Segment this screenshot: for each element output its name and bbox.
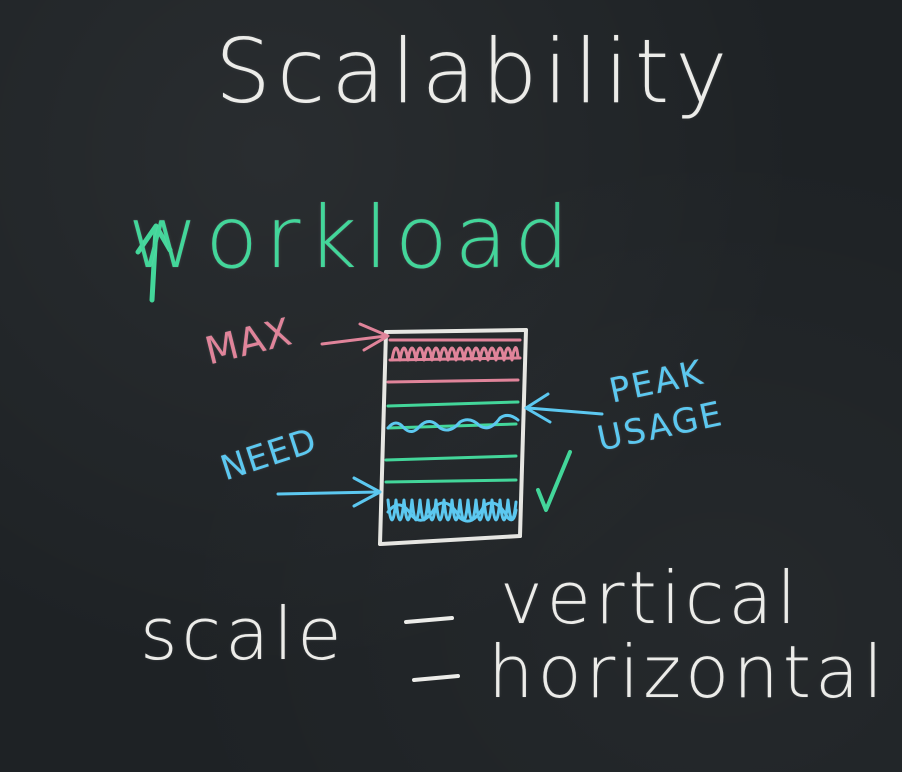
board-title: Scalability <box>215 20 734 123</box>
check-mark-icon <box>536 450 572 512</box>
need-arrow-icon <box>276 476 382 508</box>
capacity-lines <box>384 400 520 484</box>
workload-label: workload <box>128 188 576 288</box>
max-capacity-band <box>386 338 522 384</box>
max-arrow-icon <box>320 322 390 352</box>
need-band <box>386 498 518 523</box>
peak-usage-line <box>386 413 520 433</box>
capacity-box <box>378 328 528 546</box>
scale-dashes <box>404 616 460 682</box>
vertical-label: vertical <box>500 556 801 640</box>
up-arrow-icon <box>135 223 173 303</box>
scale-label: scale <box>140 592 346 676</box>
peak-arrow-icon <box>524 392 604 424</box>
horizontal-label: horizontal <box>488 630 888 714</box>
